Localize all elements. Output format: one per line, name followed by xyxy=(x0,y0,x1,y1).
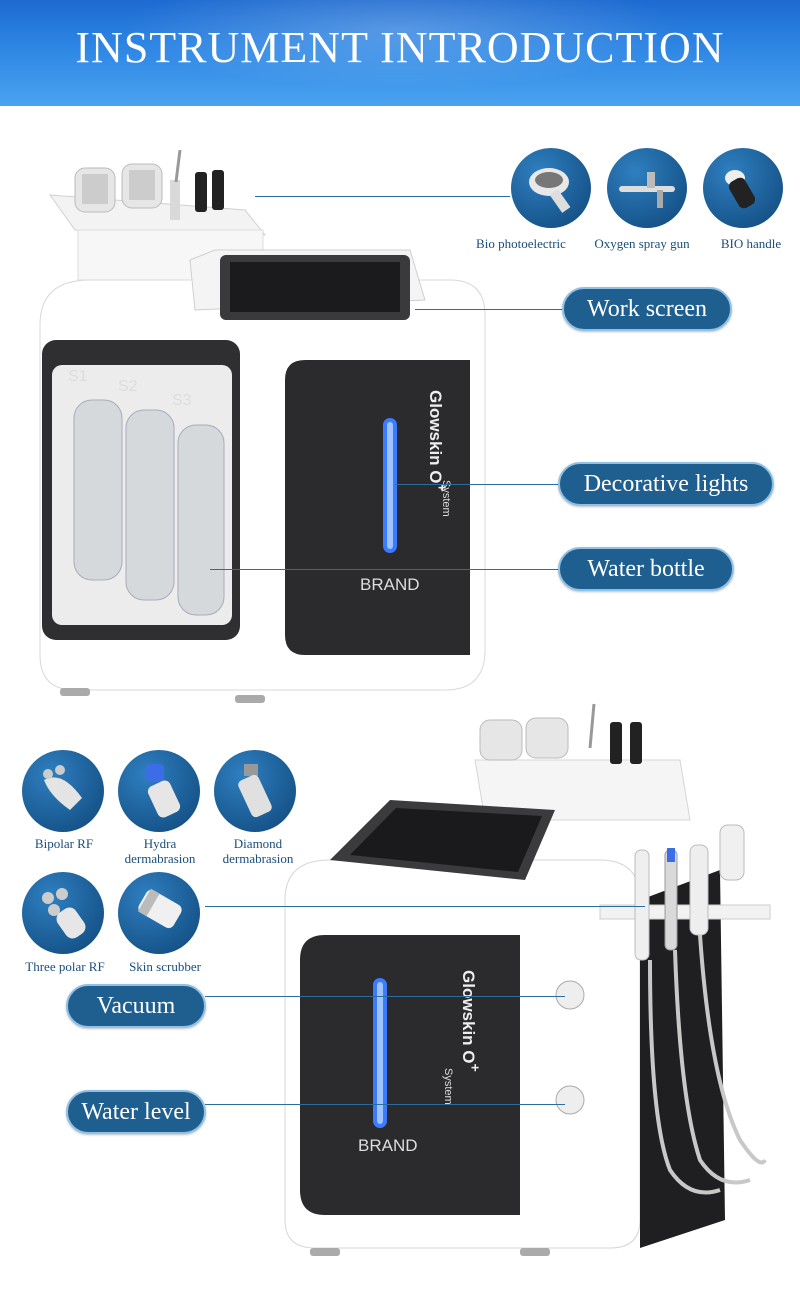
callout-work-screen: Work screen xyxy=(562,287,732,331)
accessory-bipolar-rf xyxy=(22,750,104,832)
model-label: Glowskin O+ xyxy=(425,390,450,492)
bottle-label-s2: S2 xyxy=(118,378,138,395)
leader-line-vacuum xyxy=(205,996,565,997)
leader-line-water-bottle xyxy=(210,569,560,570)
hydra-dermabrasion-icon xyxy=(146,764,181,818)
accessory-label-oxygen-spray-gun: Oxygen spray gun xyxy=(594,236,690,251)
accessory-hydra-dermabrasion xyxy=(118,750,200,832)
callout-decorative-lights: Decorative lights xyxy=(558,462,774,506)
diamond-dermabrasion-icon xyxy=(238,764,272,818)
accessory-label-three-polar-rf: Three polar RF xyxy=(25,959,105,974)
accessory-skin-scrubber xyxy=(118,872,200,954)
three-polar-rf-icon xyxy=(42,888,86,939)
oxygen-spray-gun-icon xyxy=(619,172,675,208)
leader-line-decorative-lights xyxy=(395,484,560,485)
machine-top-image: S1 S2 S3 Glowskin O+ System BRAND xyxy=(30,150,500,710)
accessory-oxygen-spray-gun xyxy=(607,148,687,228)
accessory-bio-handle xyxy=(703,148,783,228)
accessory-label-hydra-line2: dermabrasion xyxy=(124,851,196,866)
accessory-diamond-dermabrasion xyxy=(214,750,296,832)
bio-photoelectric-icon xyxy=(529,168,571,213)
model-label-bottom: Glowskin O+ xyxy=(458,970,483,1072)
model-name: Glowskin O xyxy=(426,390,445,484)
accessory-label-bio-photoelectric: Bio photoelectric xyxy=(476,236,566,251)
callout-water-bottle: Water bottle xyxy=(558,547,734,591)
brand-label: BRAND xyxy=(360,575,420,594)
bio-handle-icon xyxy=(725,170,756,209)
accessory-label-hydra-dermabrasion: Hydra dermabrasion xyxy=(108,836,212,866)
accessory-label-diamond-line2: dermabrasion xyxy=(222,851,294,866)
accessory-label-hydra-line1: Hydra xyxy=(143,836,177,851)
skin-scrubber-icon xyxy=(137,888,182,929)
accessory-label-diamond-dermabrasion: Diamond dermabrasion xyxy=(204,836,312,866)
machine-bottom-image: Glowskin O+ System BRAND xyxy=(270,700,780,1260)
accessory-label-bio-handle: BIO handle xyxy=(720,236,782,251)
bottle-label-s1: S1 xyxy=(68,368,88,385)
bipolar-rf-icon xyxy=(43,765,82,810)
leader-line-accessories xyxy=(255,196,510,197)
system-label-bottom: System xyxy=(442,1068,454,1105)
callout-vacuum: Vacuum xyxy=(66,984,206,1028)
leader-line-work-screen xyxy=(415,309,565,310)
leader-line-handpieces xyxy=(205,906,645,907)
leader-line-water-level xyxy=(205,1104,565,1105)
model-name-bottom: Glowskin O xyxy=(459,970,478,1064)
accessory-three-polar-rf xyxy=(22,872,104,954)
model-sup: + xyxy=(433,483,450,492)
brand-label-bottom: BRAND xyxy=(358,1136,418,1155)
header-banner: INSTRUMENT INTRODUCTION xyxy=(0,0,800,106)
accessory-label-skin-scrubber: Skin scrubber xyxy=(129,959,201,974)
callout-water-level: Water level xyxy=(66,1090,206,1134)
system-label: System xyxy=(440,480,452,517)
model-sup-bottom: + xyxy=(466,1063,483,1072)
accessory-bio-photoelectric xyxy=(511,148,591,228)
page-title: INSTRUMENT INTRODUCTION xyxy=(75,23,725,72)
accessory-label-bipolar-rf: Bipolar RF xyxy=(34,836,94,851)
accessory-label-diamond-line1: Diamond xyxy=(233,836,283,851)
bottle-label-s3: S3 xyxy=(172,392,192,409)
